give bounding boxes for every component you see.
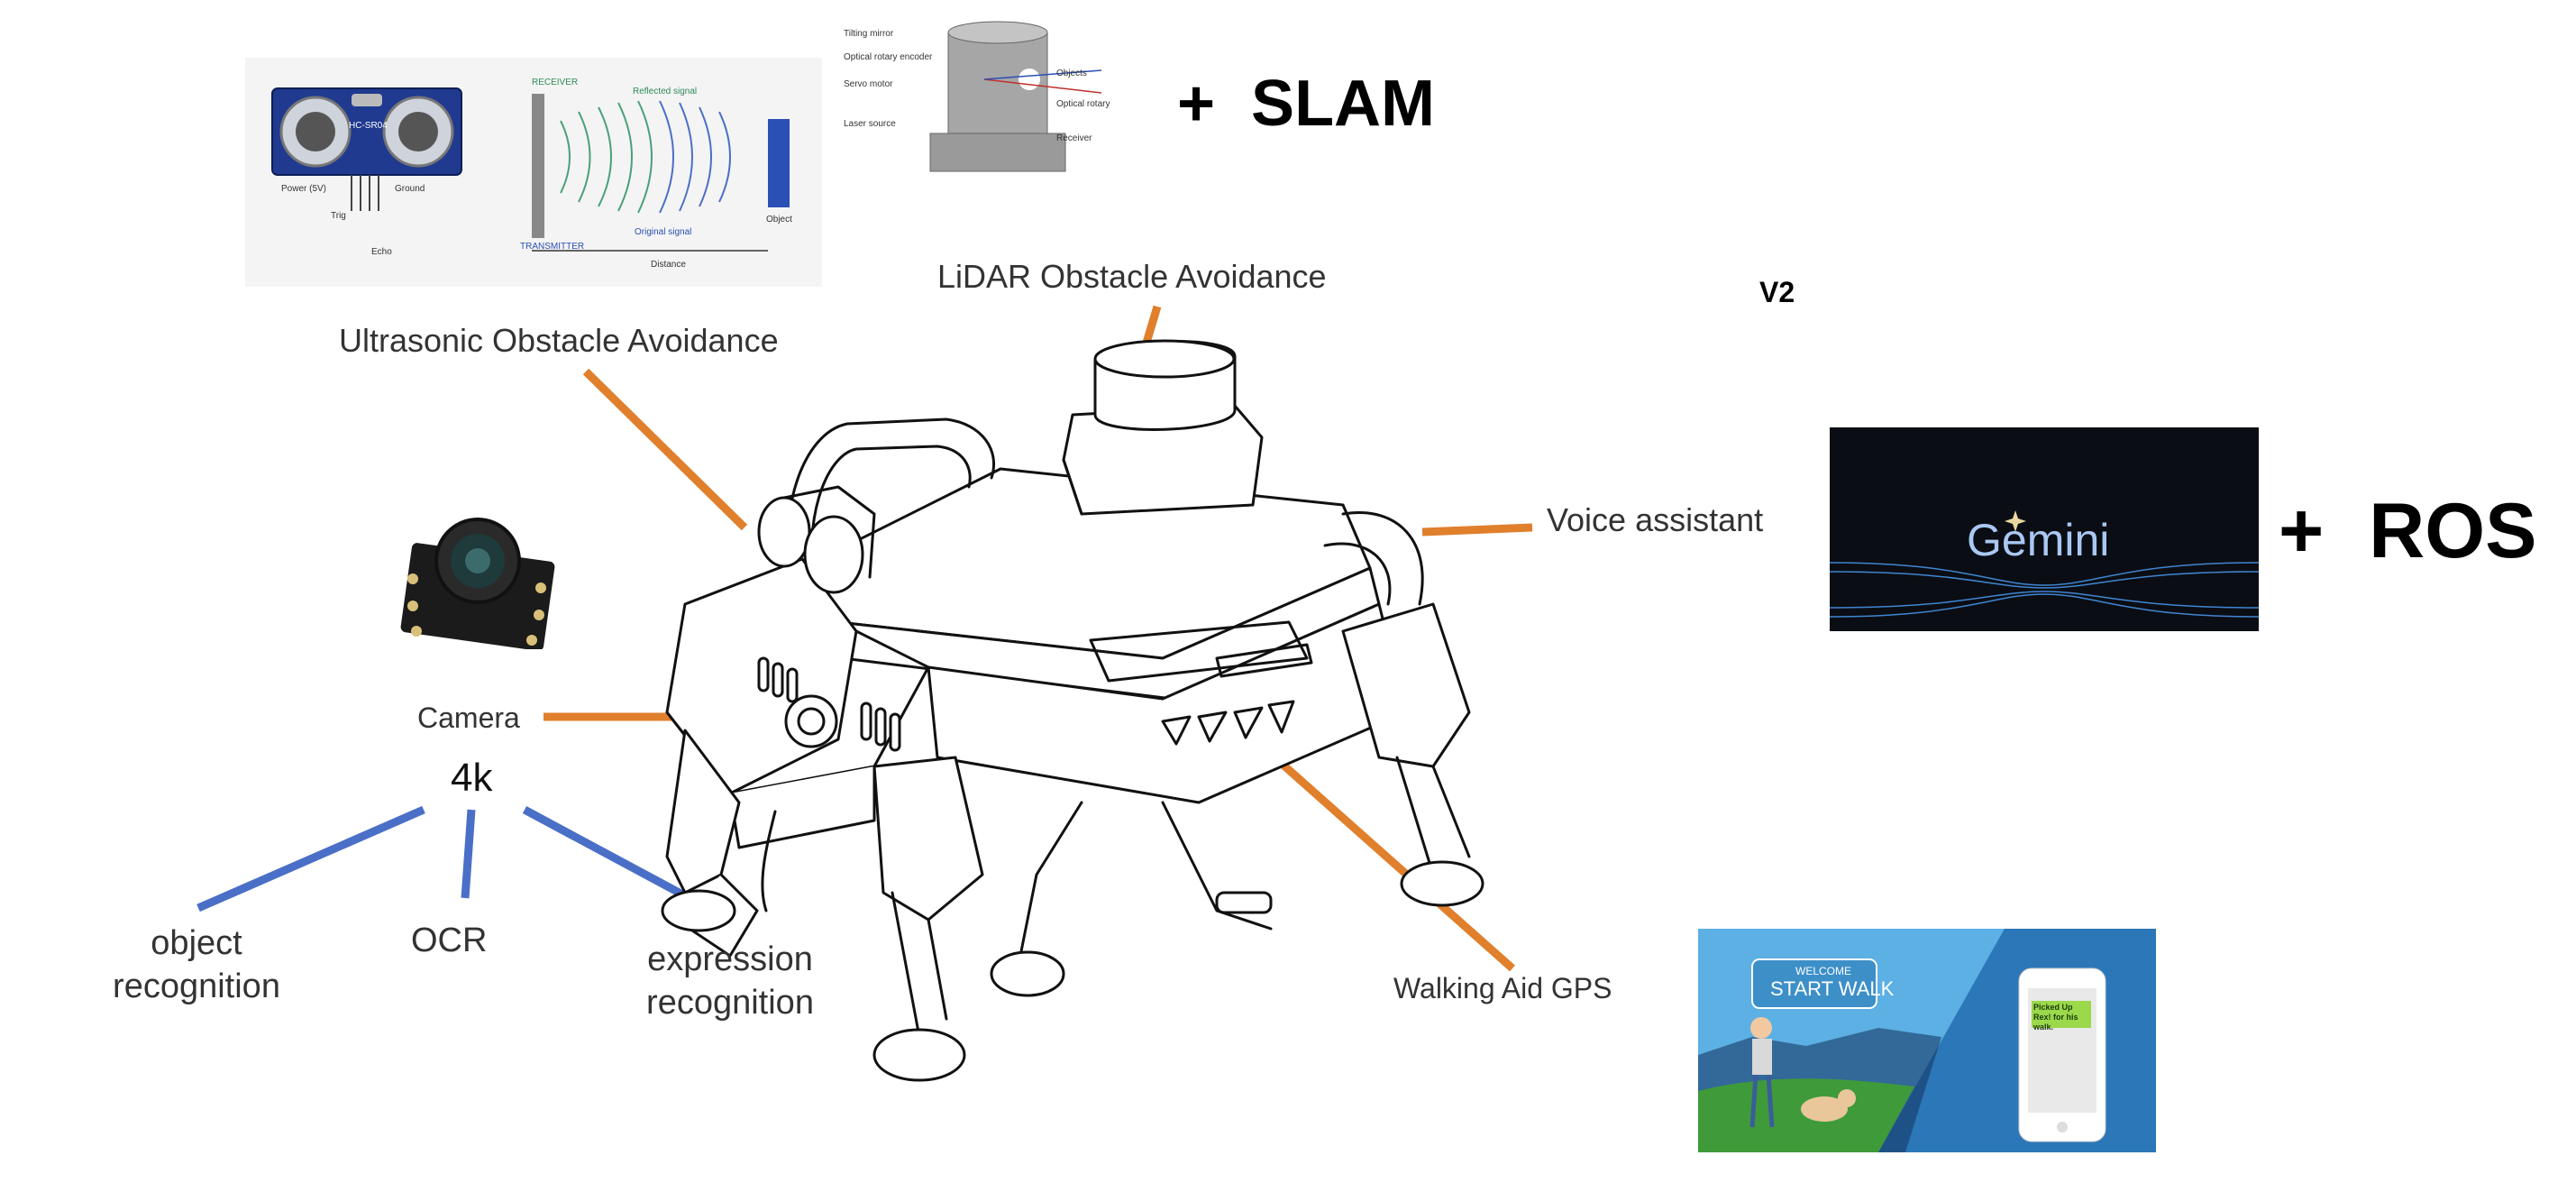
voice-leader-line — [1421, 523, 1533, 536]
svg-text:Tilting mirror: Tilting mirror — [844, 29, 894, 39]
ocr-branch-line — [461, 809, 476, 899]
version-label: V2 — [1759, 276, 1795, 308]
svg-text:Original signal: Original signal — [635, 227, 691, 237]
svg-text:Objects: Objects — [1056, 69, 1087, 78]
ros-label: + ROS — [2279, 488, 2537, 574]
walking-app-illustration: WELCOME START WALK Picked Up Rex! for hi… — [1698, 929, 2156, 1152]
svg-text:RECEIVER: RECEIVER — [532, 78, 578, 87]
walk-welcome-text: WELCOME — [1795, 965, 1852, 977]
lidar-diagram: Tilting mirror Optical rotary encoder Se… — [840, 16, 1146, 179]
gps-leader-line — [1238, 723, 1515, 972]
ultrasonic-sensor-diagram: HC-SR04 Power (5V) Ground Trig Echo RECE… — [245, 58, 822, 287]
svg-text:Optical rotary encoder: Optical rotary encoder — [1056, 99, 1110, 109]
voice-assistant-label: Voice assistant — [1547, 501, 1764, 538]
svg-text:Receiver: Receiver — [1056, 133, 1092, 143]
svg-text:Trig: Trig — [331, 211, 346, 221]
svg-text:Distance: Distance — [651, 260, 686, 270]
svg-text:Reflected signal: Reflected signal — [633, 87, 697, 96]
walk-message: Picked Up Rex! for his walk. — [2033, 1003, 2078, 1032]
gemini-wordmark: Gemini — [1967, 515, 2110, 565]
lidar-label: LiDAR Obstacle Avoidance — [937, 258, 1327, 295]
robot-dog-illustration — [661, 339, 1484, 1082]
camera-module-image — [397, 516, 559, 651]
svg-text:Servo motor: Servo motor — [844, 79, 893, 89]
svg-text:Ground: Ground — [395, 184, 425, 194]
svg-text:Echo: Echo — [371, 247, 392, 257]
svg-text:Optical rotary encoder: Optical rotary encoder — [844, 52, 933, 62]
slam-label: + SLAM — [1177, 68, 1436, 140]
svg-text:Power (5V): Power (5V) — [281, 184, 326, 194]
start-walk-button: START WALK — [1770, 977, 1895, 1000]
object-recognition-label: object recognition — [113, 924, 280, 1005]
svg-text:Object: Object — [766, 215, 792, 225]
gemini-banner: Gemini — [1830, 427, 2259, 631]
svg-text:TRANSMITTER: TRANSMITTER — [520, 242, 584, 252]
ocr-label: OCR — [411, 922, 488, 959]
svg-text:Laser source: Laser source — [844, 119, 896, 129]
ultrasonic-leader-line — [582, 368, 748, 531]
resolution-label: 4k — [451, 756, 493, 800]
gps-label: Walking Aid GPS — [1393, 972, 1612, 1004]
object-branch-line — [196, 805, 425, 912]
camera-label: Camera — [417, 702, 520, 734]
expression-recognition-label: expression recognition — [646, 940, 814, 1022]
ultrasonic-label: Ultrasonic Obstacle Avoidance — [339, 322, 779, 359]
lidar-leader-line — [1142, 305, 1162, 344]
sensor-model-text: HC-SR04 — [349, 121, 388, 131]
